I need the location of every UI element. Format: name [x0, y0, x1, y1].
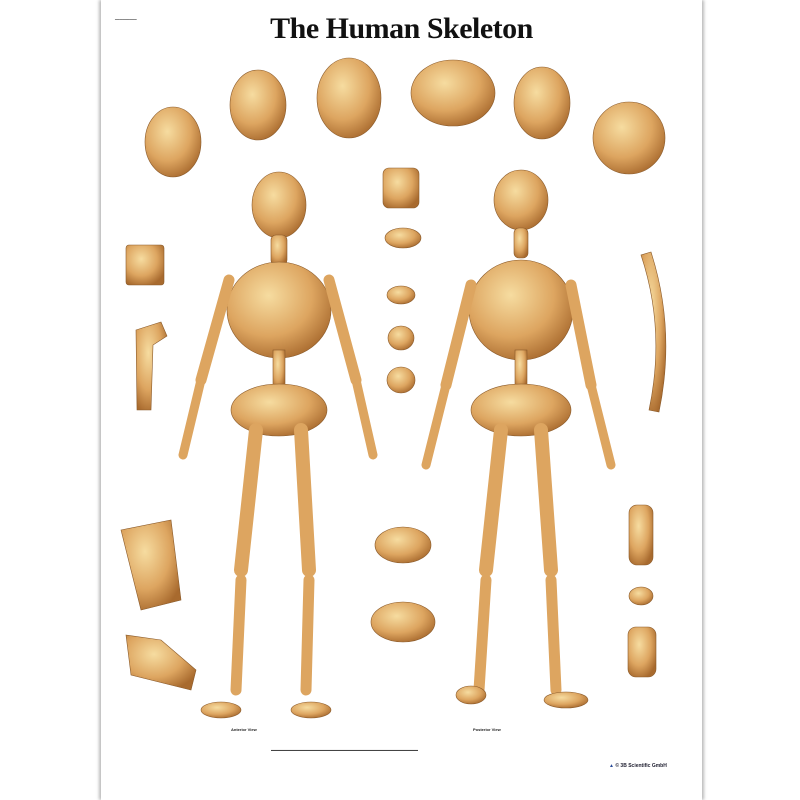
posterior-view-label: Posterior View: [473, 727, 501, 732]
hyoid-detail: [384, 227, 422, 249]
skull-lateral-view: [410, 59, 496, 127]
detail-views: [120, 167, 667, 691]
skull-base-view: [229, 69, 287, 141]
skull-interior-view: [513, 66, 571, 140]
elbow-joint: [628, 504, 654, 566]
skull-views: [144, 57, 666, 178]
skeleton-illustrations: [120, 57, 667, 719]
patella: [628, 586, 654, 606]
description-text: ▬▬▬▬▬▬▬▬▬▬▬▬▬▬▬▬▬▬▬▬▬▬▬▬▬▬▬▬▬▬▬▬▬▬▬▬▬▬▬▬…: [271, 748, 418, 752]
thoracic-vertebra: [387, 325, 415, 351]
poster-title: The Human Skeleton: [270, 12, 533, 45]
skull-anterior-view: [316, 57, 382, 139]
skull-superior-view: [144, 106, 202, 178]
lumbar-vertebra: [386, 366, 416, 394]
skeleton-poster: ━━━━━━━━━ The Human Skeleton: [101, 0, 702, 800]
publisher-logo: ▲ © 3B Scientific GmbH: [609, 763, 667, 769]
femur-section: [135, 321, 168, 411]
bone-structure-block: [125, 244, 165, 286]
vertebral-column: [640, 251, 667, 413]
anterior-view-label: Anterior View: [231, 727, 257, 732]
anterior-skeleton: [178, 171, 378, 719]
hand-bones: [120, 519, 182, 611]
publisher-name: © 3B Scientific GmbH: [615, 763, 667, 769]
foot-bones: [125, 634, 197, 691]
knee-joint: [627, 626, 657, 678]
cervical-vertebra: [386, 285, 416, 305]
pelvis-male: [374, 526, 432, 564]
logo-icon: ▲: [609, 763, 614, 769]
skull-sagittal-view: [592, 101, 666, 175]
pelvis-female: [370, 601, 436, 643]
product-code: ━━━━━━━━━: [115, 17, 137, 22]
vertebra-atlas-axis: [382, 167, 420, 209]
posterior-skeleton: [421, 169, 616, 709]
